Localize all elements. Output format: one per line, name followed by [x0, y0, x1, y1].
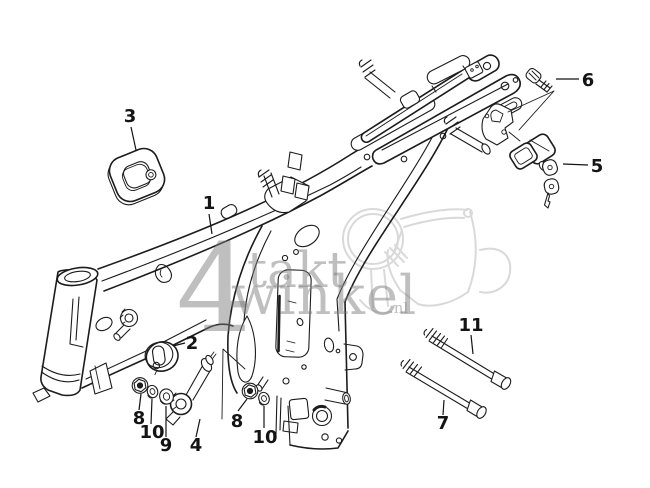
callout-leader-lines	[130, 78, 589, 438]
callout-label-1: 1	[203, 193, 216, 214]
callout-label-11: 11	[458, 315, 483, 336]
callout-label-3: 3	[124, 106, 137, 127]
callout-label-10-left: 10	[139, 422, 164, 443]
frame-bottom-bracket	[255, 376, 351, 450]
part-8-nut-left	[131, 377, 149, 394]
frame-front-gusset	[69, 296, 234, 395]
part-11-long-bolt	[423, 327, 512, 390]
callout-label-4: 4	[190, 435, 203, 456]
frame-rear-panel	[227, 125, 448, 429]
part-5-frame-lock	[509, 133, 560, 209]
faint-moped-sketch-watermark	[342, 208, 512, 314]
part-3-rubber-grommet	[107, 147, 166, 206]
part-8-nut-right	[241, 382, 259, 400]
callout-label-9: 9	[160, 435, 173, 456]
callout-labels: 3 1 6 5 2 8 10 9 4 8 10 11 7	[124, 70, 604, 456]
frame-headstock	[32, 266, 99, 403]
frame-line-art	[32, 54, 560, 450]
shop-watermark: 4 takt winkel .nl	[176, 218, 417, 360]
frame-seat-rails	[358, 54, 523, 165]
part-7-long-bolt	[400, 358, 487, 419]
watermark-word-top: takt	[247, 241, 347, 299]
callout-label-8-left: 8	[133, 408, 146, 429]
watermark-big-digit: 4	[176, 218, 254, 360]
callout-label-2: 2	[186, 333, 199, 354]
part-6-bolt	[525, 67, 553, 93]
callout-label-7: 7	[437, 413, 450, 434]
callout-label-8-right: 8	[231, 411, 244, 432]
watermark-word-bottom: winkel	[231, 264, 417, 327]
callout-label-10-right: 10	[252, 427, 277, 448]
part-9-washer	[159, 388, 174, 405]
callout-label-6: 6	[582, 70, 595, 91]
part-10-washer-left	[146, 384, 159, 399]
callout-label-5: 5	[591, 156, 604, 177]
part-2-oval-grommet	[144, 340, 179, 375]
part-10-washer-right	[258, 391, 270, 406]
watermark-tld-suffix: .nl	[389, 299, 408, 317]
assembly-pointer-lines	[221, 90, 555, 420]
